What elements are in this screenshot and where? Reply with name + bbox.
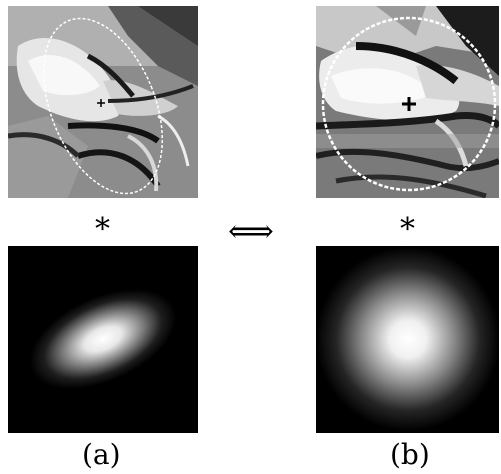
convolution-symbol-a: * — [95, 212, 110, 247]
caption-a: (a) — [82, 438, 121, 471]
caption-b: (b) — [390, 438, 430, 471]
isotropic-gaussian-kernel — [316, 246, 500, 433]
anisotropic-gaussian-kernel — [8, 246, 198, 433]
equivalence-arrow: ⟺ — [228, 212, 274, 250]
patch-a-image — [8, 6, 198, 198]
convolution-symbol-b: * — [400, 212, 415, 247]
patch-b-image — [316, 6, 499, 198]
